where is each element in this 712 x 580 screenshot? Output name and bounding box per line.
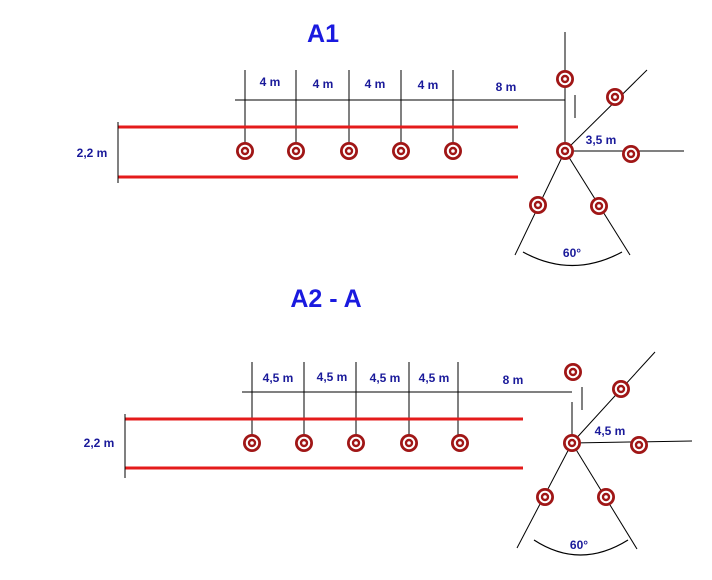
target-icon xyxy=(622,145,640,163)
target-icon xyxy=(563,434,581,452)
spacing-label: 4 m xyxy=(418,78,439,92)
angle-label: 60° xyxy=(563,246,581,260)
target-icon xyxy=(556,142,574,160)
target-icon xyxy=(606,88,624,106)
target-fan xyxy=(516,351,693,556)
spacing-label: 4,5 m xyxy=(370,371,401,385)
diagram-a1: A1 4 m 4 m 4 m 4 m 8 m 2,2 m xyxy=(77,20,684,266)
target-icon xyxy=(236,142,254,160)
target-icon xyxy=(287,142,305,160)
spacing-label: 4 m xyxy=(313,77,334,91)
target-icon xyxy=(630,436,648,454)
width-label: 2,2 m xyxy=(77,146,108,160)
target-icon xyxy=(612,380,630,398)
offset-label: 8 m xyxy=(503,373,524,387)
spacing-label: 4 m xyxy=(260,75,281,89)
width-label: 2,2 m xyxy=(84,436,115,450)
angle-label: 60° xyxy=(570,538,588,552)
target-icon xyxy=(451,434,469,452)
target-fan xyxy=(514,32,684,266)
target-icon xyxy=(400,434,418,452)
radius-label: 4,5 m xyxy=(595,424,626,438)
diagram-a2-a: A2 - A 4,5 m 4,5 m 4,5 m 4,5 m 8 m 2,2 m xyxy=(84,285,693,556)
target-icon xyxy=(340,142,358,160)
target-icon xyxy=(243,434,261,452)
spacing-label: 4 m xyxy=(365,77,386,91)
target-icon xyxy=(529,196,547,214)
spacing-label: 4,5 m xyxy=(419,371,450,385)
angle-arc xyxy=(522,251,623,266)
target-icon xyxy=(597,488,615,506)
target-icon xyxy=(392,142,410,160)
target-icon xyxy=(556,70,574,88)
spacing-label: 4,5 m xyxy=(317,370,348,384)
radius-label: 3,5 m xyxy=(586,133,617,147)
target-icon xyxy=(347,434,365,452)
diagram-title: A1 xyxy=(307,20,339,48)
target-icon xyxy=(590,197,608,215)
target-icon xyxy=(536,488,554,506)
target-icon xyxy=(564,363,582,381)
offset-label: 8 m xyxy=(496,80,517,94)
target-icon xyxy=(295,434,313,452)
angle-arc xyxy=(533,539,629,556)
diagram-title: A2 - A xyxy=(290,285,361,313)
spacing-label: 4,5 m xyxy=(263,371,294,385)
target-icon xyxy=(444,142,462,160)
